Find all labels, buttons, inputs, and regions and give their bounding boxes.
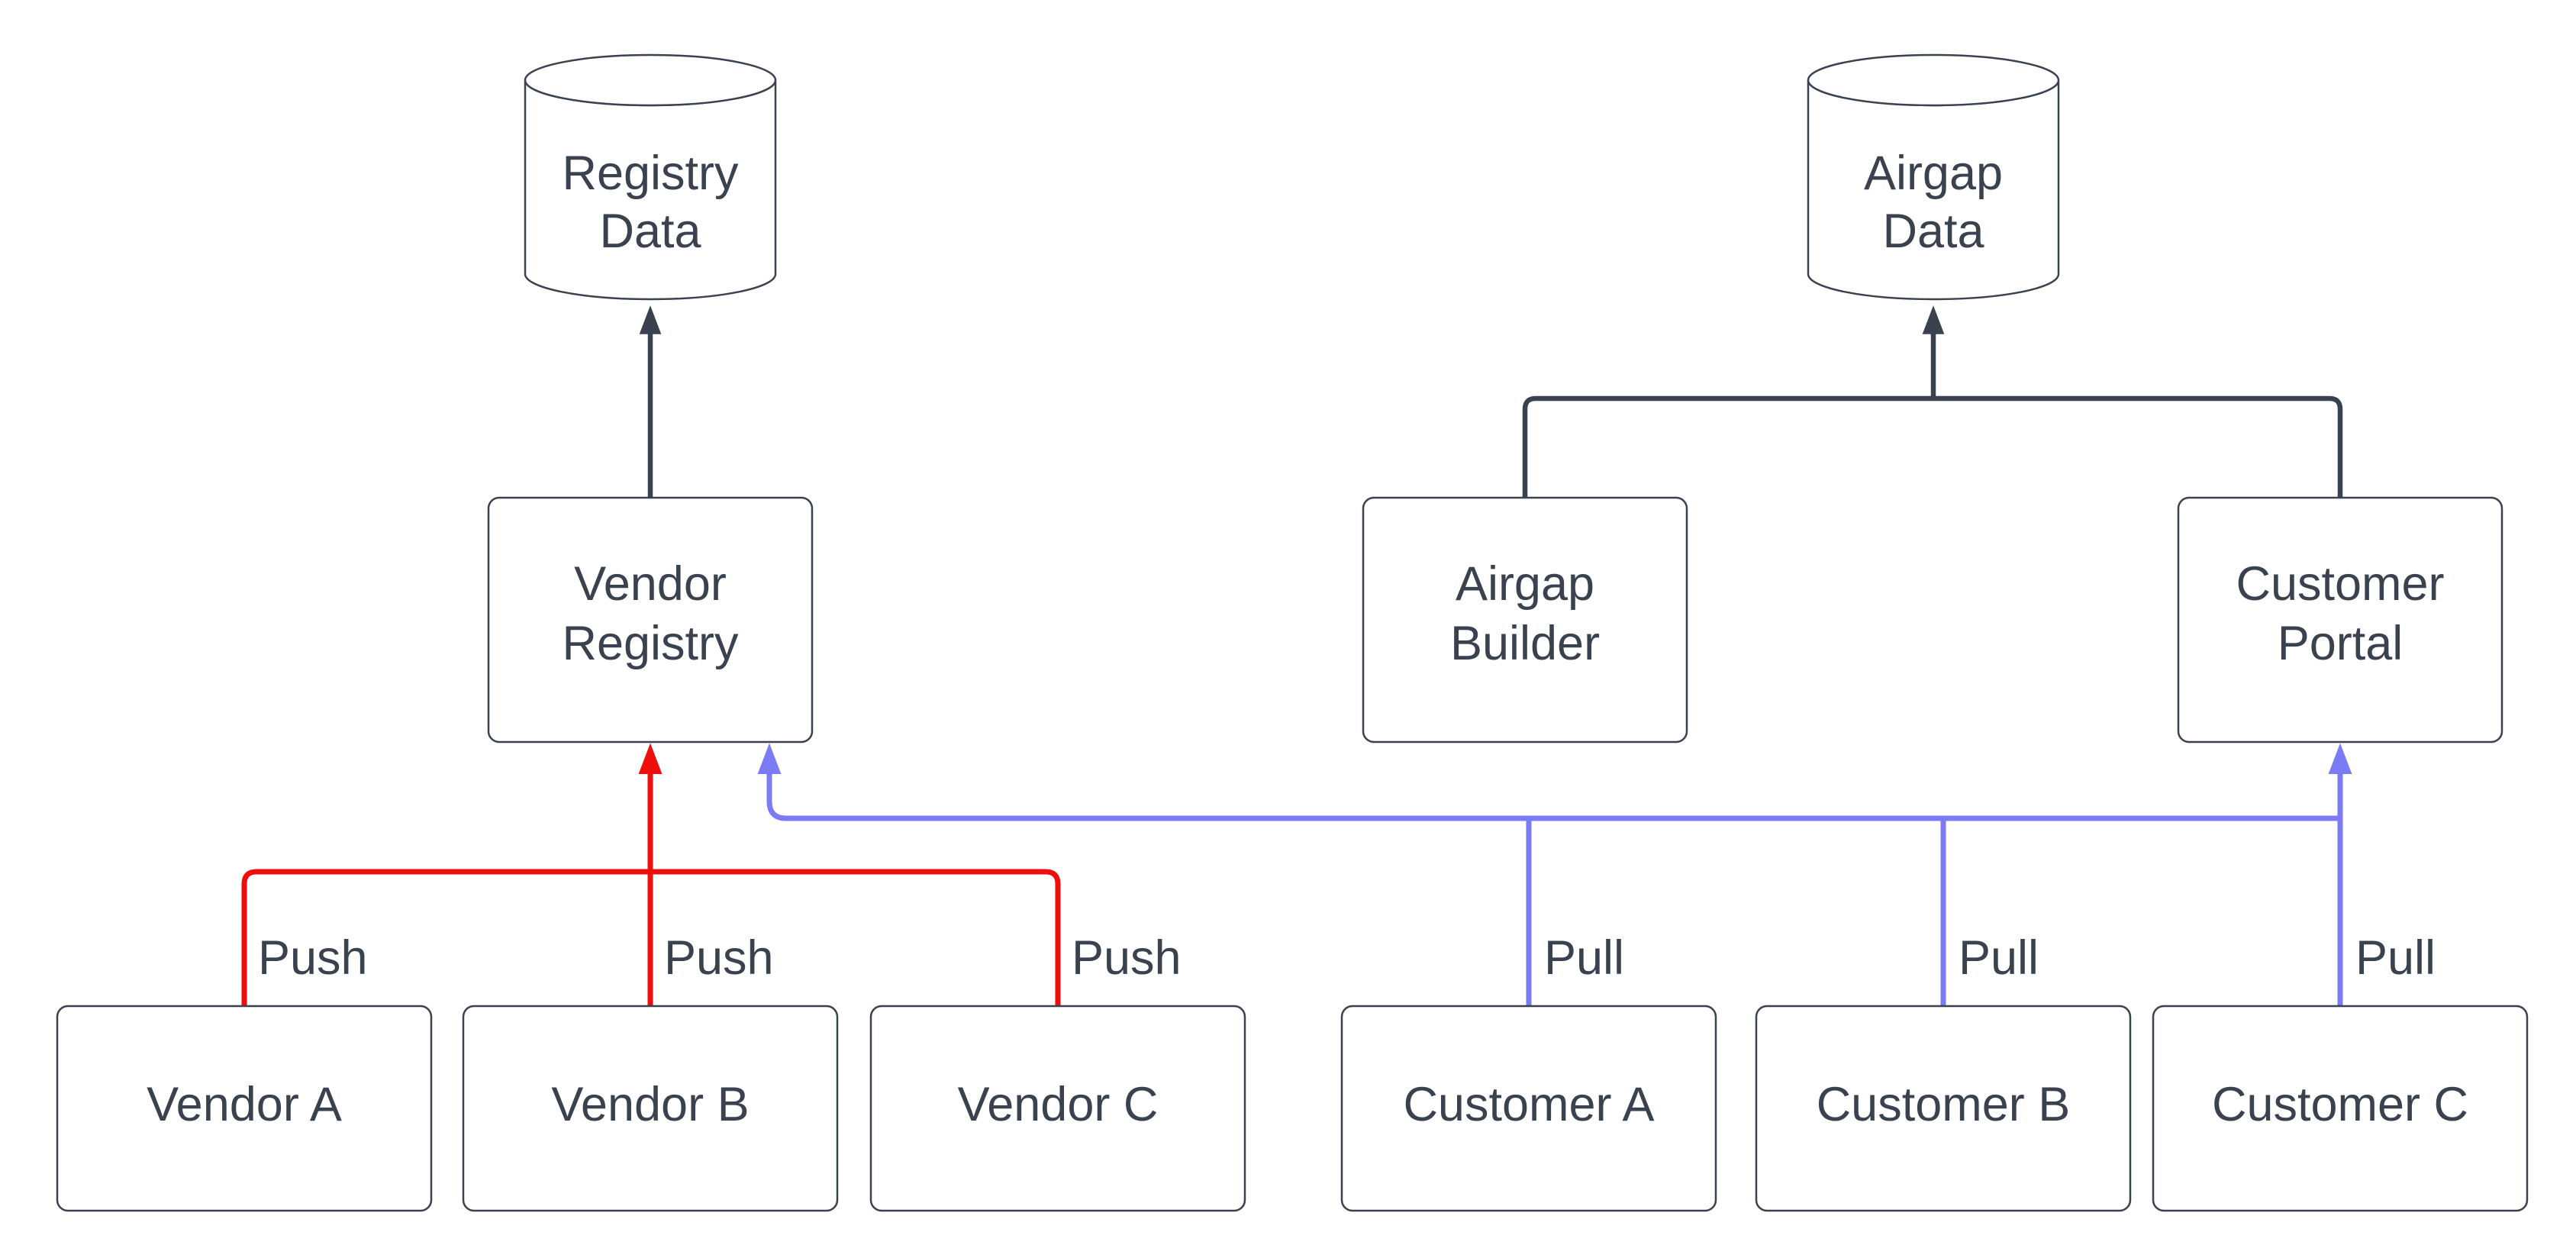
vendor-a-box (56, 1005, 433, 1212)
vendor-c-box (869, 1005, 1246, 1212)
registry-data-label-line2: Data (599, 205, 701, 258)
customer-portal-label-line2: Portal (2278, 617, 2404, 670)
airgap-builder-label-line1: Airgap (1456, 557, 1594, 611)
edge-fork-rail-airgap (1522, 395, 2343, 498)
customer-b-box (1755, 1005, 2132, 1212)
edge-label-pull-c: Pull (2355, 931, 2436, 985)
edge-pull-rail-to-vendor-registry (757, 743, 2340, 821)
airgap-builder-label-line2: Builder (1450, 617, 1600, 670)
node-vendor-registry: Vendor Registry (487, 496, 814, 744)
vendor-registry-label-line2: Registry (562, 617, 739, 670)
node-customer-c: Customer C (2152, 1005, 2529, 1212)
vendor-a-label: Vendor A (147, 1078, 342, 1131)
edge-labels: Push Push Push Pull Pull Pull (258, 931, 2436, 985)
node-airgap-builder: Airgap Builder (1362, 496, 1688, 744)
node-vendor-a: Vendor A (56, 1005, 433, 1212)
customer-a-label: Customer A (1403, 1078, 1654, 1131)
customer-portal-label-line1: Customer (2236, 557, 2444, 611)
node-customer-b: Customer B (1755, 1005, 2132, 1212)
airgap-data-cylinder-top (1807, 53, 2060, 107)
node-airgap-data: Airgap Data (1807, 53, 2060, 301)
node-vendor-b: Vendor B (462, 1005, 839, 1212)
vendor-b-box (462, 1005, 839, 1212)
node-vendor-c: Vendor C (869, 1005, 1246, 1212)
vendor-registry-box (487, 496, 814, 744)
airgap-data-label-line1: Airgap (1864, 147, 2003, 200)
edge-label-push-c: Push (1072, 931, 1182, 985)
customer-portal-box (2177, 496, 2503, 744)
registry-data-label-line1: Registry (562, 147, 739, 200)
node-registry-data: Registry Data (524, 53, 777, 301)
airgap-builder-box (1362, 496, 1688, 744)
pull-edges (757, 743, 2352, 1006)
dark-edges (639, 305, 2343, 498)
edge-label-push-a: Push (258, 931, 368, 985)
airgap-data-label-line2: Data (1882, 205, 1984, 258)
edge-label-pull-a: Pull (1544, 931, 1624, 985)
edge-label-push-b: Push (664, 931, 774, 985)
customer-c-label: Customer C (2212, 1078, 2468, 1131)
vendor-c-label: Vendor C (958, 1078, 1159, 1131)
edge-label-pull-b: Pull (1959, 931, 2039, 985)
customer-c-box (2152, 1005, 2529, 1212)
customer-b-label: Customer B (1817, 1078, 2071, 1131)
vendor-b-label: Vendor B (551, 1078, 749, 1131)
customer-a-box (1340, 1005, 1717, 1212)
push-edges (241, 743, 1061, 1006)
node-customer-portal: Customer Portal (2177, 496, 2503, 744)
node-customer-a: Customer A (1340, 1005, 1717, 1212)
registry-data-cylinder-top (524, 53, 777, 107)
vendor-registry-label-line1: Vendor (574, 557, 727, 611)
